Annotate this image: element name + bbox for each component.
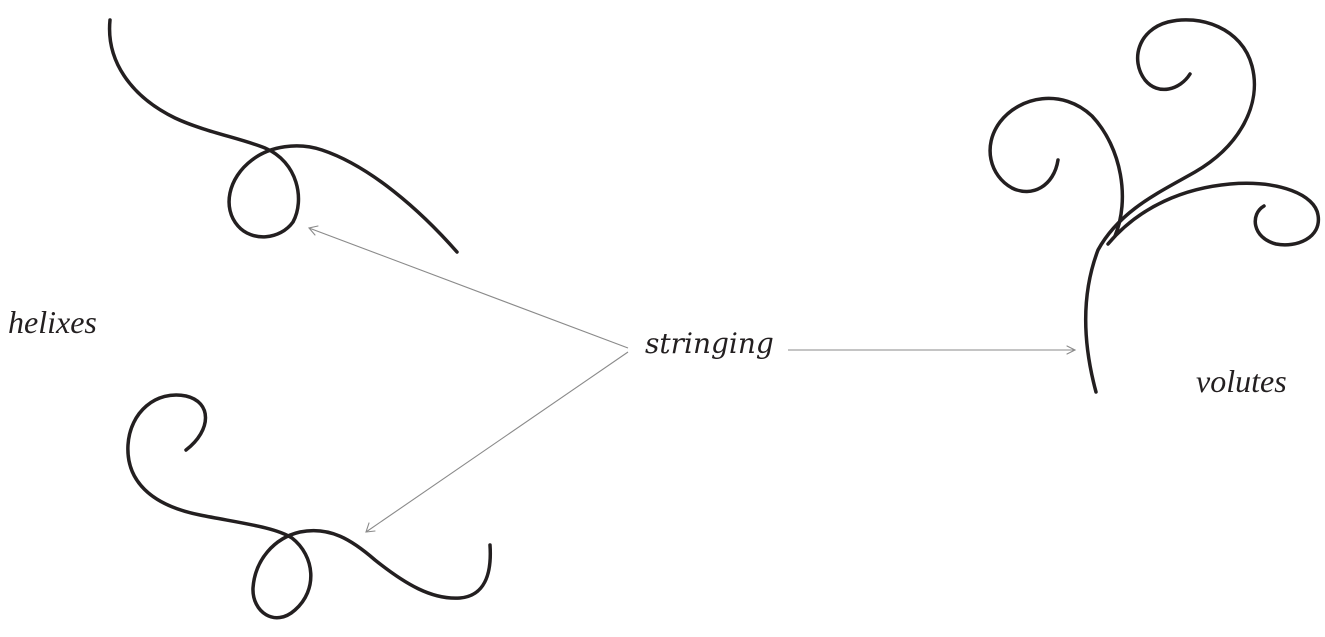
connector-top-left [307, 225, 629, 349]
connector-bottom-left [365, 351, 629, 533]
helix-flourish-bottom-icon [126, 393, 493, 620]
label-volutes: volutes [1196, 363, 1287, 399]
label-helixes: helixes [8, 304, 97, 340]
helix-flourish-top-icon [107, 18, 459, 254]
label-stringing: stringing [645, 327, 774, 360]
volute-flourish-icon [988, 18, 1321, 394]
connector-right [788, 345, 1077, 355]
